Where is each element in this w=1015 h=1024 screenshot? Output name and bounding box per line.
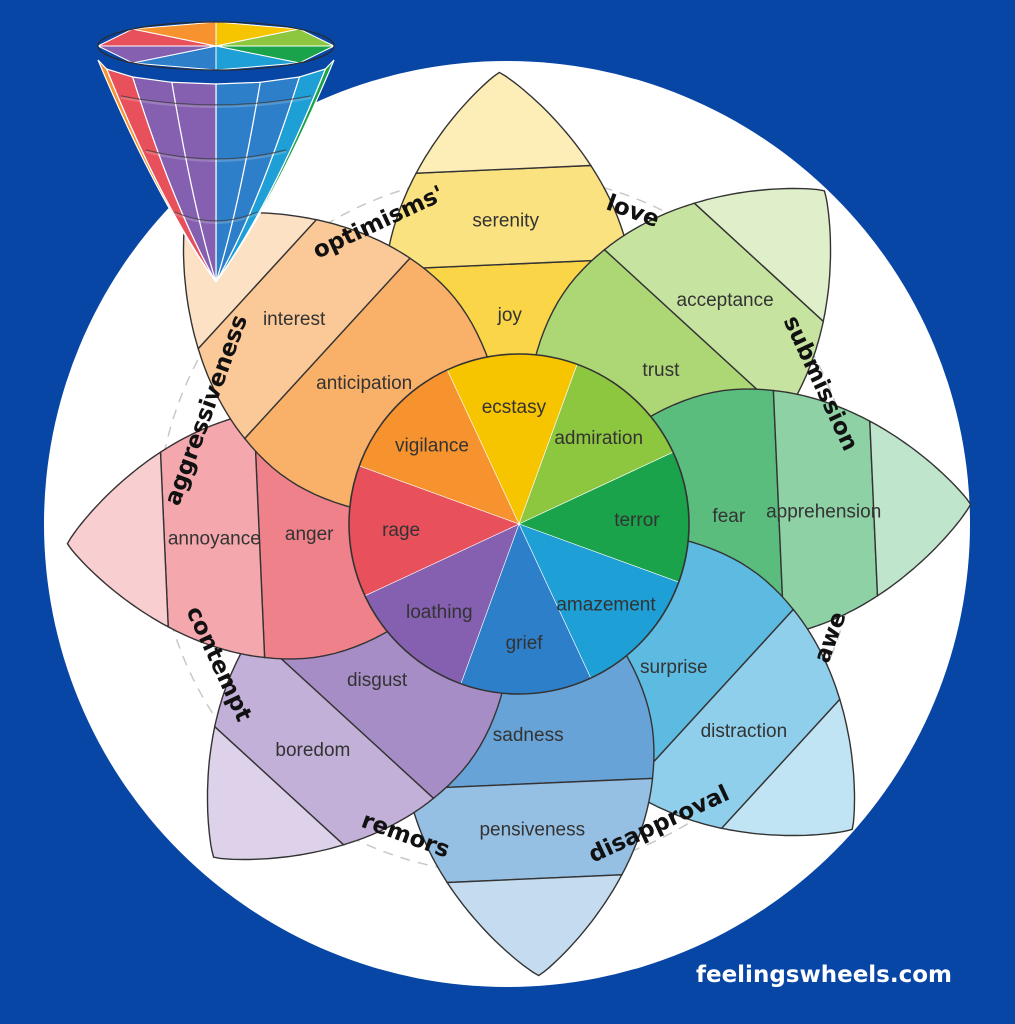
petal-disgust-band-outer <box>206 725 345 861</box>
petal-trust-band-outer <box>693 187 832 323</box>
emotion-label-apprehension: apprehension <box>766 502 881 523</box>
cone-side-panel <box>97 59 217 283</box>
emotion-label-pensiveness: pensiveness <box>479 820 585 841</box>
emotion-label-vigilance: vigilance <box>395 435 469 456</box>
emotion-label-serenity: serenity <box>472 210 539 231</box>
cone-3d-model <box>97 21 335 283</box>
petal-joy-band-outer <box>414 71 593 174</box>
cone-band-highlight <box>174 212 258 224</box>
emotion-label-terror: terror <box>614 510 660 531</box>
cone-band-line <box>174 211 258 222</box>
emotion-label-surprise: surprise <box>640 657 708 678</box>
petal-sadness-band-outer <box>445 874 624 977</box>
cone-band-highlight <box>121 96 311 108</box>
emotion-label-admiration: admiration <box>554 428 643 449</box>
emotion-label-disgust: disgust <box>347 670 408 691</box>
cone-band-line <box>145 149 287 160</box>
emotion-label-interest: interest <box>263 309 326 330</box>
petal-fear-band-outer <box>869 419 972 598</box>
emotion-label-boredom: boredom <box>275 740 350 761</box>
emotion-label-grief: grief <box>506 633 544 654</box>
emotion-label-trust: trust <box>642 360 680 381</box>
cone-band-line <box>120 95 312 106</box>
site-url: feelingswheels.com <box>696 962 952 988</box>
emotion-label-sadness: sadness <box>493 725 564 746</box>
petal-label-group: ecstasy joy serenity admiration trust accepta… <box>168 210 881 840</box>
petal-group <box>66 71 972 977</box>
emotion-label-distraction: distraction <box>701 721 788 742</box>
emotion-label-acceptance: acceptance <box>677 290 774 311</box>
emotion-label-loathing: loathing <box>406 602 473 623</box>
emotion-label-annoyance: annoyance <box>168 528 261 549</box>
petal-surprise-band-outer <box>720 698 856 837</box>
emotion-label-ecstasy: ecstasy <box>482 397 547 418</box>
emotion-label-fear: fear <box>712 506 745 527</box>
emotion-label-joy: joy <box>497 305 523 326</box>
cone-band-highlight <box>145 150 287 162</box>
emotion-label-anger: anger <box>285 524 334 545</box>
cone-top-segment <box>132 21 217 47</box>
emotion-label-amazement: amazement <box>556 595 656 616</box>
cone-rim <box>97 21 335 71</box>
emotion-label-anticipation: anticipation <box>316 373 412 394</box>
petal-anger-band-outer <box>66 450 169 629</box>
core-circle-outline <box>348 353 690 695</box>
emotion-label-rage: rage <box>382 520 420 541</box>
